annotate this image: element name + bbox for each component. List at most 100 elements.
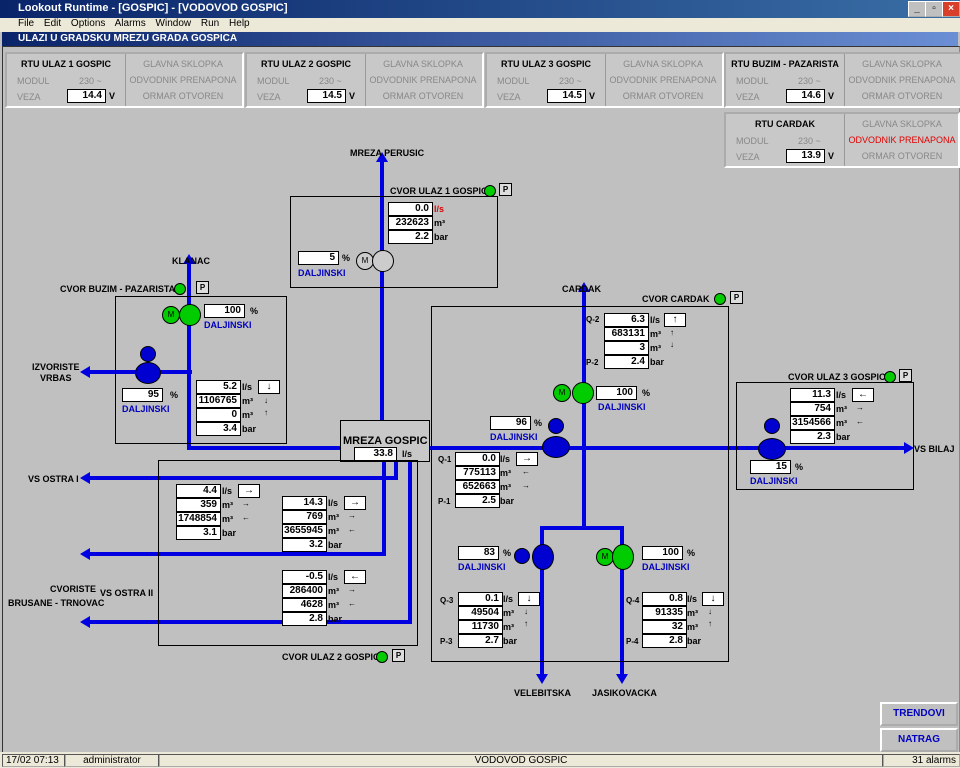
rtu-title: RTU CARDAK	[755, 119, 815, 129]
ulaz2-p-button[interactable]: P	[392, 649, 405, 662]
mreza-gospic-title: MREZA GOSPIC	[343, 435, 428, 447]
rtu-title: RTU BUZIM - PAZARISTA	[731, 59, 839, 69]
label-velebitska: VELEBITSKA	[514, 688, 572, 698]
valve-buzim-top-icon[interactable]	[179, 304, 201, 326]
ulaz3-p-button[interactable]: P	[899, 369, 912, 382]
cardak-q1-flow: 0.0	[455, 452, 500, 466]
node-cardak-title: CVOR CARDAK	[642, 294, 710, 304]
status-indicator-icon	[884, 371, 896, 383]
arrow-up-icon	[376, 152, 388, 162]
valve-cardak-mid-icon[interactable]	[572, 382, 594, 404]
arrow-down-icon: ↓	[518, 592, 540, 606]
cardak-q3-flow: 0.1	[458, 592, 503, 606]
menu-help[interactable]: Help	[229, 18, 250, 29]
status-bar: 17/02 07:13 administrator VODOVOD GOSPIC…	[0, 752, 960, 768]
ulaz2-c-pressure: 2.8	[282, 612, 327, 626]
arrow-left-icon: ←	[852, 388, 874, 402]
window-title: Lookout Runtime - [GOSPIC] - [VODOVOD GO…	[18, 2, 288, 14]
rtu-glavna-sklopka: GLAVNA SKLOPKA	[143, 59, 223, 69]
ulaz2-a-pressure: 3.1	[176, 526, 221, 540]
arrow-left-icon	[80, 472, 90, 484]
arrow-left-icon	[80, 548, 90, 560]
buzim-vol1: 1106765	[196, 394, 241, 408]
node-ulaz2-title: CVOR ULAZ 2 GOSPIC	[282, 652, 380, 662]
restore-icon[interactable]: ▫	[925, 1, 943, 17]
trendovi-button[interactable]: TRENDOVI	[880, 702, 958, 726]
cardak-q3-vol1: 49504	[458, 606, 503, 620]
ulaz1-pressure: 2.2	[388, 230, 433, 244]
ulaz3-pressure: 2.3	[790, 430, 835, 444]
valve-cardak-left-icon[interactable]	[542, 436, 570, 458]
window-titlebar: Lookout Runtime - [GOSPIC] - [VODOVOD GO…	[0, 0, 960, 18]
status-screen: VODOVOD GOSPIC	[158, 754, 884, 767]
cardak-q1-vol1: 775113	[455, 466, 500, 480]
buzim-p-button[interactable]: P	[196, 281, 209, 294]
status-alarms[interactable]: 31 alarms	[882, 754, 960, 767]
cardak-p-button[interactable]: P	[730, 291, 743, 304]
rtu-voltage: 14.6	[786, 89, 825, 103]
motor-icon[interactable]: M	[553, 384, 571, 402]
pipe-ostra-i	[86, 476, 398, 480]
menu-bar: File Edit Options Alarms Window Run Help	[0, 18, 960, 32]
status-time: 17/02 07:13	[2, 754, 66, 767]
motor-icon[interactable]	[764, 418, 780, 434]
arrow-right-icon: →	[516, 452, 538, 466]
rtu-odvodnik: ODVODNIK PRENAPONA	[848, 75, 956, 85]
menu-options[interactable]: Options	[70, 18, 106, 29]
menu-alarms[interactable]: Alarms	[114, 18, 146, 29]
valve-cardak-q3-icon[interactable]	[532, 544, 554, 570]
label-vrbas: VRBAS	[40, 373, 72, 383]
subwindow-title: ULAZI U GRADSKU MREZU GRADA GOSPICA	[18, 33, 238, 44]
arrow-right-icon	[904, 442, 914, 454]
ulaz2-c-vol1: 286400	[282, 584, 327, 598]
natrag-button[interactable]: NATRAG	[880, 728, 958, 752]
arrow-up-icon	[578, 282, 590, 292]
pipe-velebitska	[540, 526, 544, 676]
minimize-icon[interactable]: _	[908, 1, 926, 17]
arrow-down-icon	[536, 674, 548, 684]
pipe-brusane-v	[408, 458, 412, 624]
cardak-q3-pressure: 2.7	[458, 634, 503, 648]
motor-icon[interactable]: M	[162, 306, 180, 324]
motor-icon[interactable]: M	[356, 252, 374, 270]
rtu-odvodnik: ODVODNIK PRENAPONA	[609, 75, 717, 85]
ulaz3-flow: 11.3	[790, 388, 835, 402]
status-user: administrator	[64, 754, 160, 767]
label-cardak: CARDAK	[562, 284, 601, 294]
arrow-down-icon: ↓	[524, 607, 528, 616]
rtu-odvodnik: ODVODNIK PRENAPONA	[369, 75, 477, 85]
rtu-glavna-sklopka: GLAVNA SKLOPKA	[383, 59, 463, 69]
valve-ulaz3-icon[interactable]	[758, 438, 786, 460]
arrow-left-icon: ←	[242, 513, 250, 522]
close-icon[interactable]: ×	[942, 1, 960, 17]
ulaz1-valve-pos: 5	[298, 251, 339, 265]
motor-icon[interactable]	[140, 346, 156, 362]
cardak-q2-vol1: 683131	[604, 327, 649, 341]
arrow-up-icon: ↑	[524, 619, 528, 628]
mreza-gospic-flow: 33.8	[354, 447, 397, 461]
menu-file[interactable]: File	[18, 18, 35, 29]
menu-edit[interactable]: Edit	[43, 18, 62, 29]
arrow-up-icon	[183, 254, 195, 264]
valve-cardak-q4-icon[interactable]	[612, 544, 634, 570]
motor-icon[interactable]	[548, 418, 564, 434]
motor-icon[interactable]: M	[596, 548, 614, 566]
cardak-q3-vol2: 11730	[458, 620, 503, 634]
motor-icon[interactable]	[514, 548, 530, 564]
arrow-right-icon: →	[344, 496, 366, 510]
rtu-ormar: ORMAR OTVOREN	[382, 91, 464, 101]
rtu-ormar: ORMAR OTVOREN	[861, 91, 943, 101]
rtu-ormar: ORMAR OTVOREN	[142, 91, 224, 101]
rtu-glavna-sklopka: GLAVNA SKLOPKA	[862, 59, 942, 69]
label-vs-bilaj: VS BILAJ	[914, 444, 955, 454]
rtu-odvodnik: ODVODNIK PRENAPONA	[848, 135, 956, 145]
label-vs-ostra-ii: VS OSTRA II	[100, 588, 154, 598]
arrow-up-icon: ↑	[670, 328, 674, 337]
valve-ulaz1-icon[interactable]	[372, 250, 394, 272]
menu-window[interactable]: Window	[155, 18, 192, 29]
menu-run[interactable]: Run	[200, 18, 220, 29]
ulaz1-p-button[interactable]: P	[499, 183, 512, 196]
valve-buzim-left-icon[interactable]	[135, 362, 161, 384]
